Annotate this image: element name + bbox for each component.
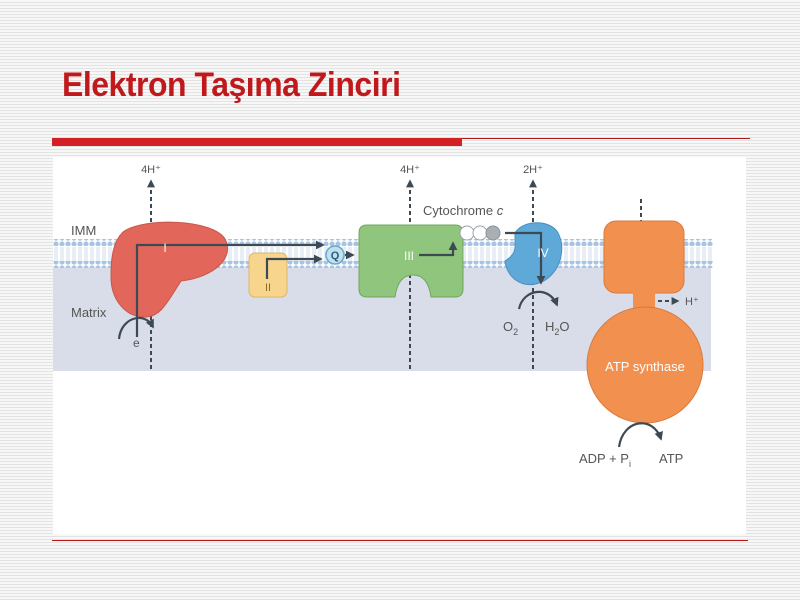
water-label: H2O <box>545 319 570 337</box>
membrane-label: IMM <box>71 223 96 238</box>
q-label: Q <box>331 250 340 262</box>
etc-figure-panel: 4H⁺ 4H⁺ 2H⁺ H⁺ IMM Matrix I II Q III IV … <box>53 157 746 534</box>
atp-synthase-label: ATP synthase <box>605 359 685 374</box>
atp-formation-arrow <box>617 422 663 448</box>
proton-label-complex-3: 4H⁺ <box>400 164 420 176</box>
ubiquinone-q <box>325 245 345 265</box>
electron-entry-arrow <box>117 317 154 340</box>
electron-path-complex-1-to-q <box>135 240 325 337</box>
matrix-label: Matrix <box>71 305 107 320</box>
complex-4-label: IV <box>537 246 548 260</box>
complex-3-label: III <box>404 249 414 263</box>
water-formation-arrow <box>517 290 559 310</box>
electron-path-cytc-to-complex-4 <box>505 231 546 285</box>
slide-title: Elektron Taşıma Zinciri <box>62 66 401 104</box>
cytochrome-c-label: Cytochrome c <box>423 203 504 218</box>
complex-2-label: II <box>265 282 271 294</box>
adp-pi-label: ADP + Pi <box>579 451 631 469</box>
atp-synthase <box>586 220 704 424</box>
proton-label-complex-1: 4H⁺ <box>141 164 161 176</box>
complex-1-label: I <box>163 241 166 255</box>
cytochrome-c <box>459 225 501 241</box>
proton-label-atp-synthase: H⁺ <box>685 296 699 308</box>
title-underline-thin <box>462 138 750 139</box>
oxygen-label: O2 <box>503 319 518 337</box>
footer-rule <box>52 540 748 541</box>
electron-path-complex-2-to-q <box>265 254 323 279</box>
title-underline-thick <box>52 138 462 146</box>
electron-label: e <box>133 336 140 350</box>
atp-label: ATP <box>659 451 683 466</box>
etc-diagram: 4H⁺ 4H⁺ 2H⁺ H⁺ IMM Matrix I II Q III IV … <box>53 164 713 469</box>
proton-label-complex-4: 2H⁺ <box>523 164 543 176</box>
electron-path-complex-3-to-cytc <box>419 241 458 257</box>
